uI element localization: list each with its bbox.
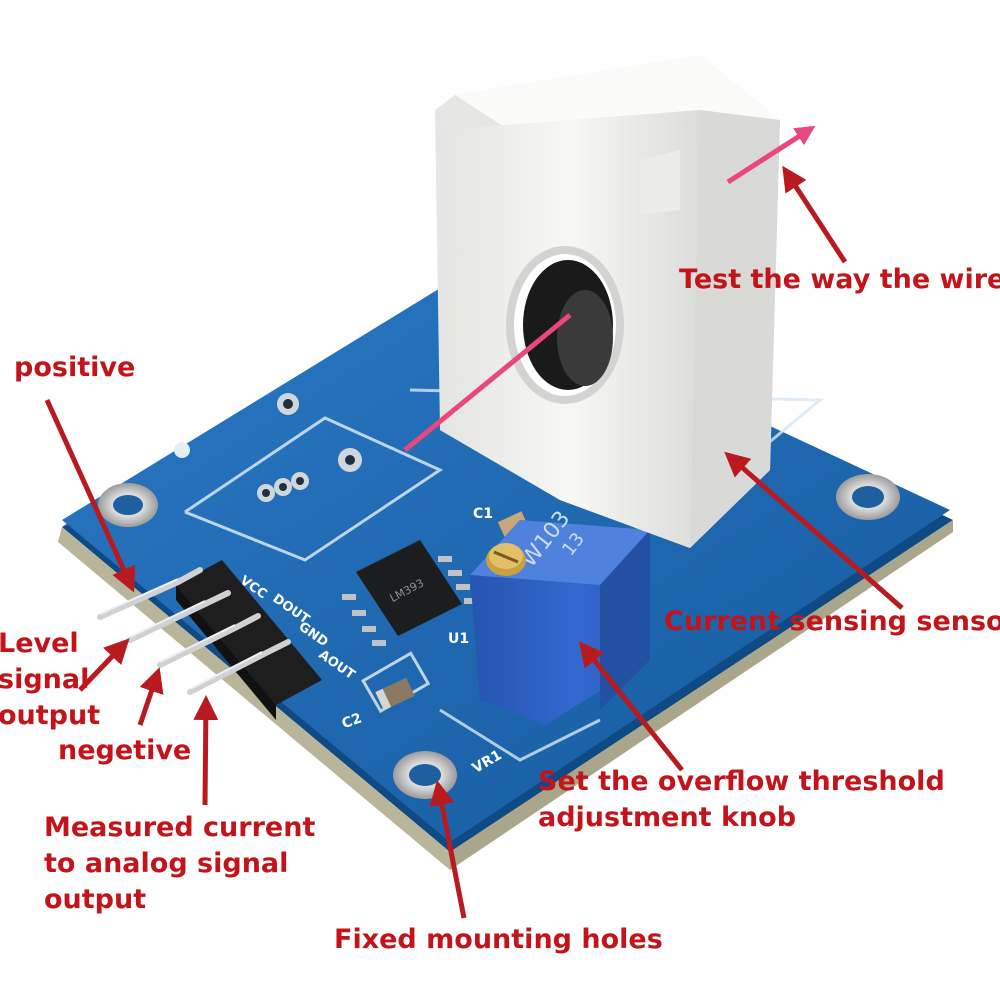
arrow-level-signal	[78, 638, 130, 692]
label-current-sensor: Current sensing sensor	[664, 606, 1000, 637]
arrow-sensor	[724, 451, 904, 610]
label-overflow-knob: Set the overflow threshold adjustment kn…	[538, 766, 945, 833]
arrow-wire	[782, 165, 848, 264]
capacitor-c2	[375, 677, 415, 711]
wire-direction-arrow	[403, 125, 816, 452]
mounting-hole-left	[98, 483, 158, 527]
capacitor-c1	[497, 511, 529, 537]
label-level-signal-output: Level signal output	[0, 628, 101, 731]
current-transformer	[435, 55, 780, 548]
label-measured-current: Measured current to analog signal output	[44, 812, 316, 915]
arrow-measured	[193, 695, 219, 806]
comparator-chip: LM393	[342, 540, 478, 646]
arrow-knob	[578, 641, 684, 772]
arrow-negetive	[137, 667, 164, 726]
pot-screw	[486, 543, 526, 576]
annotation-arrows	[44, 165, 904, 919]
label-fixed-mounting-holes: Fixed mounting holes	[334, 924, 663, 955]
label-wire-path: Test the way the wire	[679, 264, 1000, 295]
label-positive: positive	[14, 352, 136, 383]
solder-pads	[174, 393, 362, 502]
mounting-hole-right	[836, 474, 900, 520]
silk-c1: C1	[473, 506, 493, 522]
label-negetive: negetive	[58, 735, 192, 766]
arrow-positive	[44, 398, 136, 593]
silk-u1: U1	[448, 631, 469, 647]
arrow-holes	[429, 780, 467, 919]
mounting-hole-bottom	[393, 751, 457, 799]
header-connector	[97, 560, 322, 720]
silk-c2: C2	[340, 710, 364, 732]
